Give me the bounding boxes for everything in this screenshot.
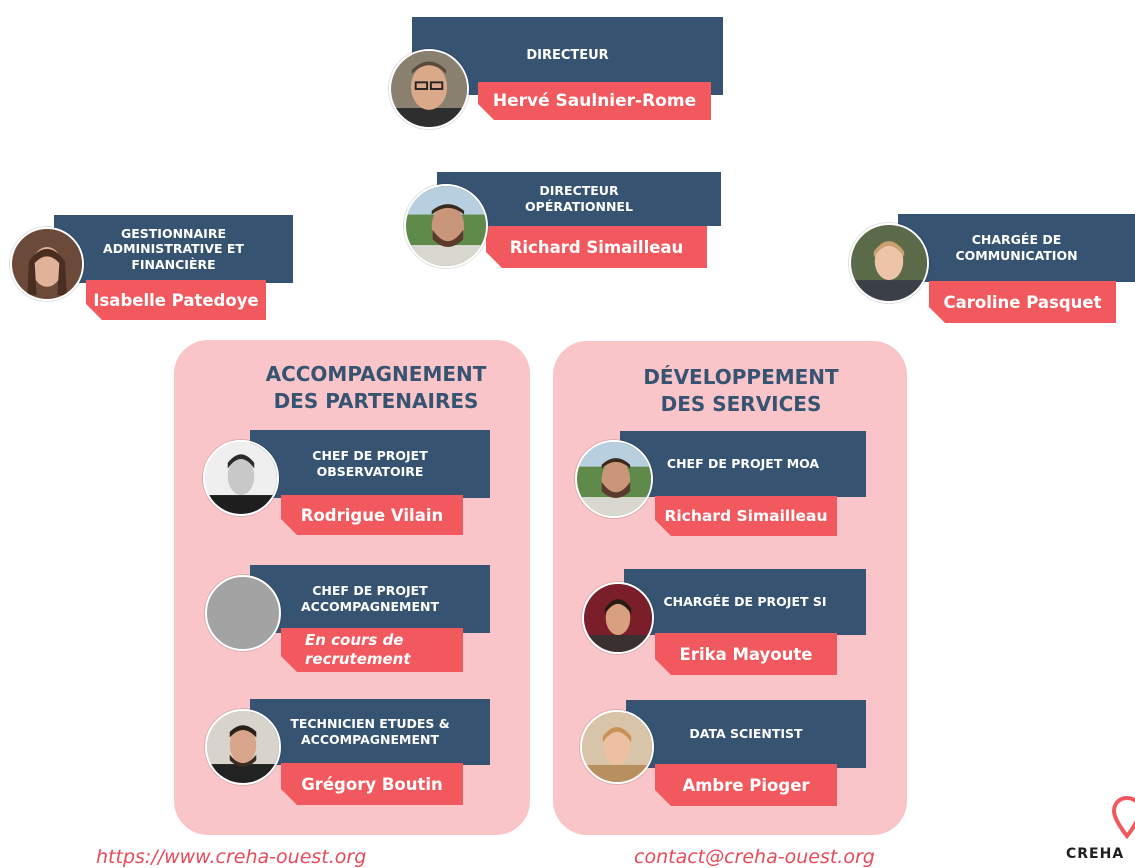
email-link[interactable]: contact@creha-ouest.org <box>634 846 875 868</box>
admin-manager-title: GESTIONNAIRE ADMINISTRATIVE ET FINANCIÈR… <box>54 215 293 283</box>
operations-director-avatar-icon <box>404 184 488 268</box>
operations-director-name: Richard Simailleau <box>486 226 707 268</box>
services-member-1-name: Richard Simailleau <box>655 496 837 536</box>
services-member-2-avatar-icon <box>582 582 654 654</box>
communication-title: CHARGÉE DE COMMUNICATION <box>898 214 1135 282</box>
creha-logo-icon <box>1112 796 1135 840</box>
director-avatar-icon <box>389 49 469 129</box>
services-member-1-avatar-icon <box>575 440 653 518</box>
services-member-2-name: Erika Mayoute <box>655 633 837 675</box>
services-member-3-name: Ambre Pioger <box>655 764 837 806</box>
partners-member-2-name: En cours de recrutement <box>281 628 463 672</box>
services-member-2-title: CHARGÉE DE PROJET SI <box>624 569 866 635</box>
website-link[interactable]: https://www.creha-ouest.org <box>96 846 367 868</box>
communication-avatar-icon <box>849 223 929 303</box>
partners-member-2-avatar-placeholder-icon <box>205 575 281 651</box>
services-member-3-title: DATA SCIENTIST <box>626 700 866 768</box>
admin-manager-avatar-icon <box>10 227 84 301</box>
services-member-1-title: CHEF DE PROJET MOA <box>620 431 866 497</box>
partners-member-1-title: CHEF DE PROJET OBSERVATOIRE <box>250 430 490 498</box>
partners-member-1-name: Rodrigue Vilain <box>281 495 463 535</box>
admin-manager-name: Isabelle Patedoye <box>86 280 266 320</box>
partners-member-3-name: Grégory Boutin <box>281 763 463 805</box>
partners-member-1-avatar-icon <box>203 440 279 516</box>
partners-section-title: ACCOMPAGNEMENT DES PARTENAIRES <box>265 362 487 413</box>
partners-member-3-title: TECHNICIEN ETUDES & ACCOMPAGNEMENT <box>250 699 490 765</box>
creha-logo-text: CREHA <box>1066 846 1125 862</box>
partners-member-2-title: CHEF DE PROJET ACCOMPAGNEMENT <box>250 565 490 633</box>
partners-member-3-avatar-icon <box>205 709 281 785</box>
services-section-title: DÉVELOPPEMENT DES SERVICES <box>643 365 839 416</box>
director-name: Hervé Saulnier-Rome <box>478 82 711 120</box>
communication-name: Caroline Pasquet <box>929 281 1116 323</box>
services-member-3-avatar-icon <box>580 710 654 784</box>
